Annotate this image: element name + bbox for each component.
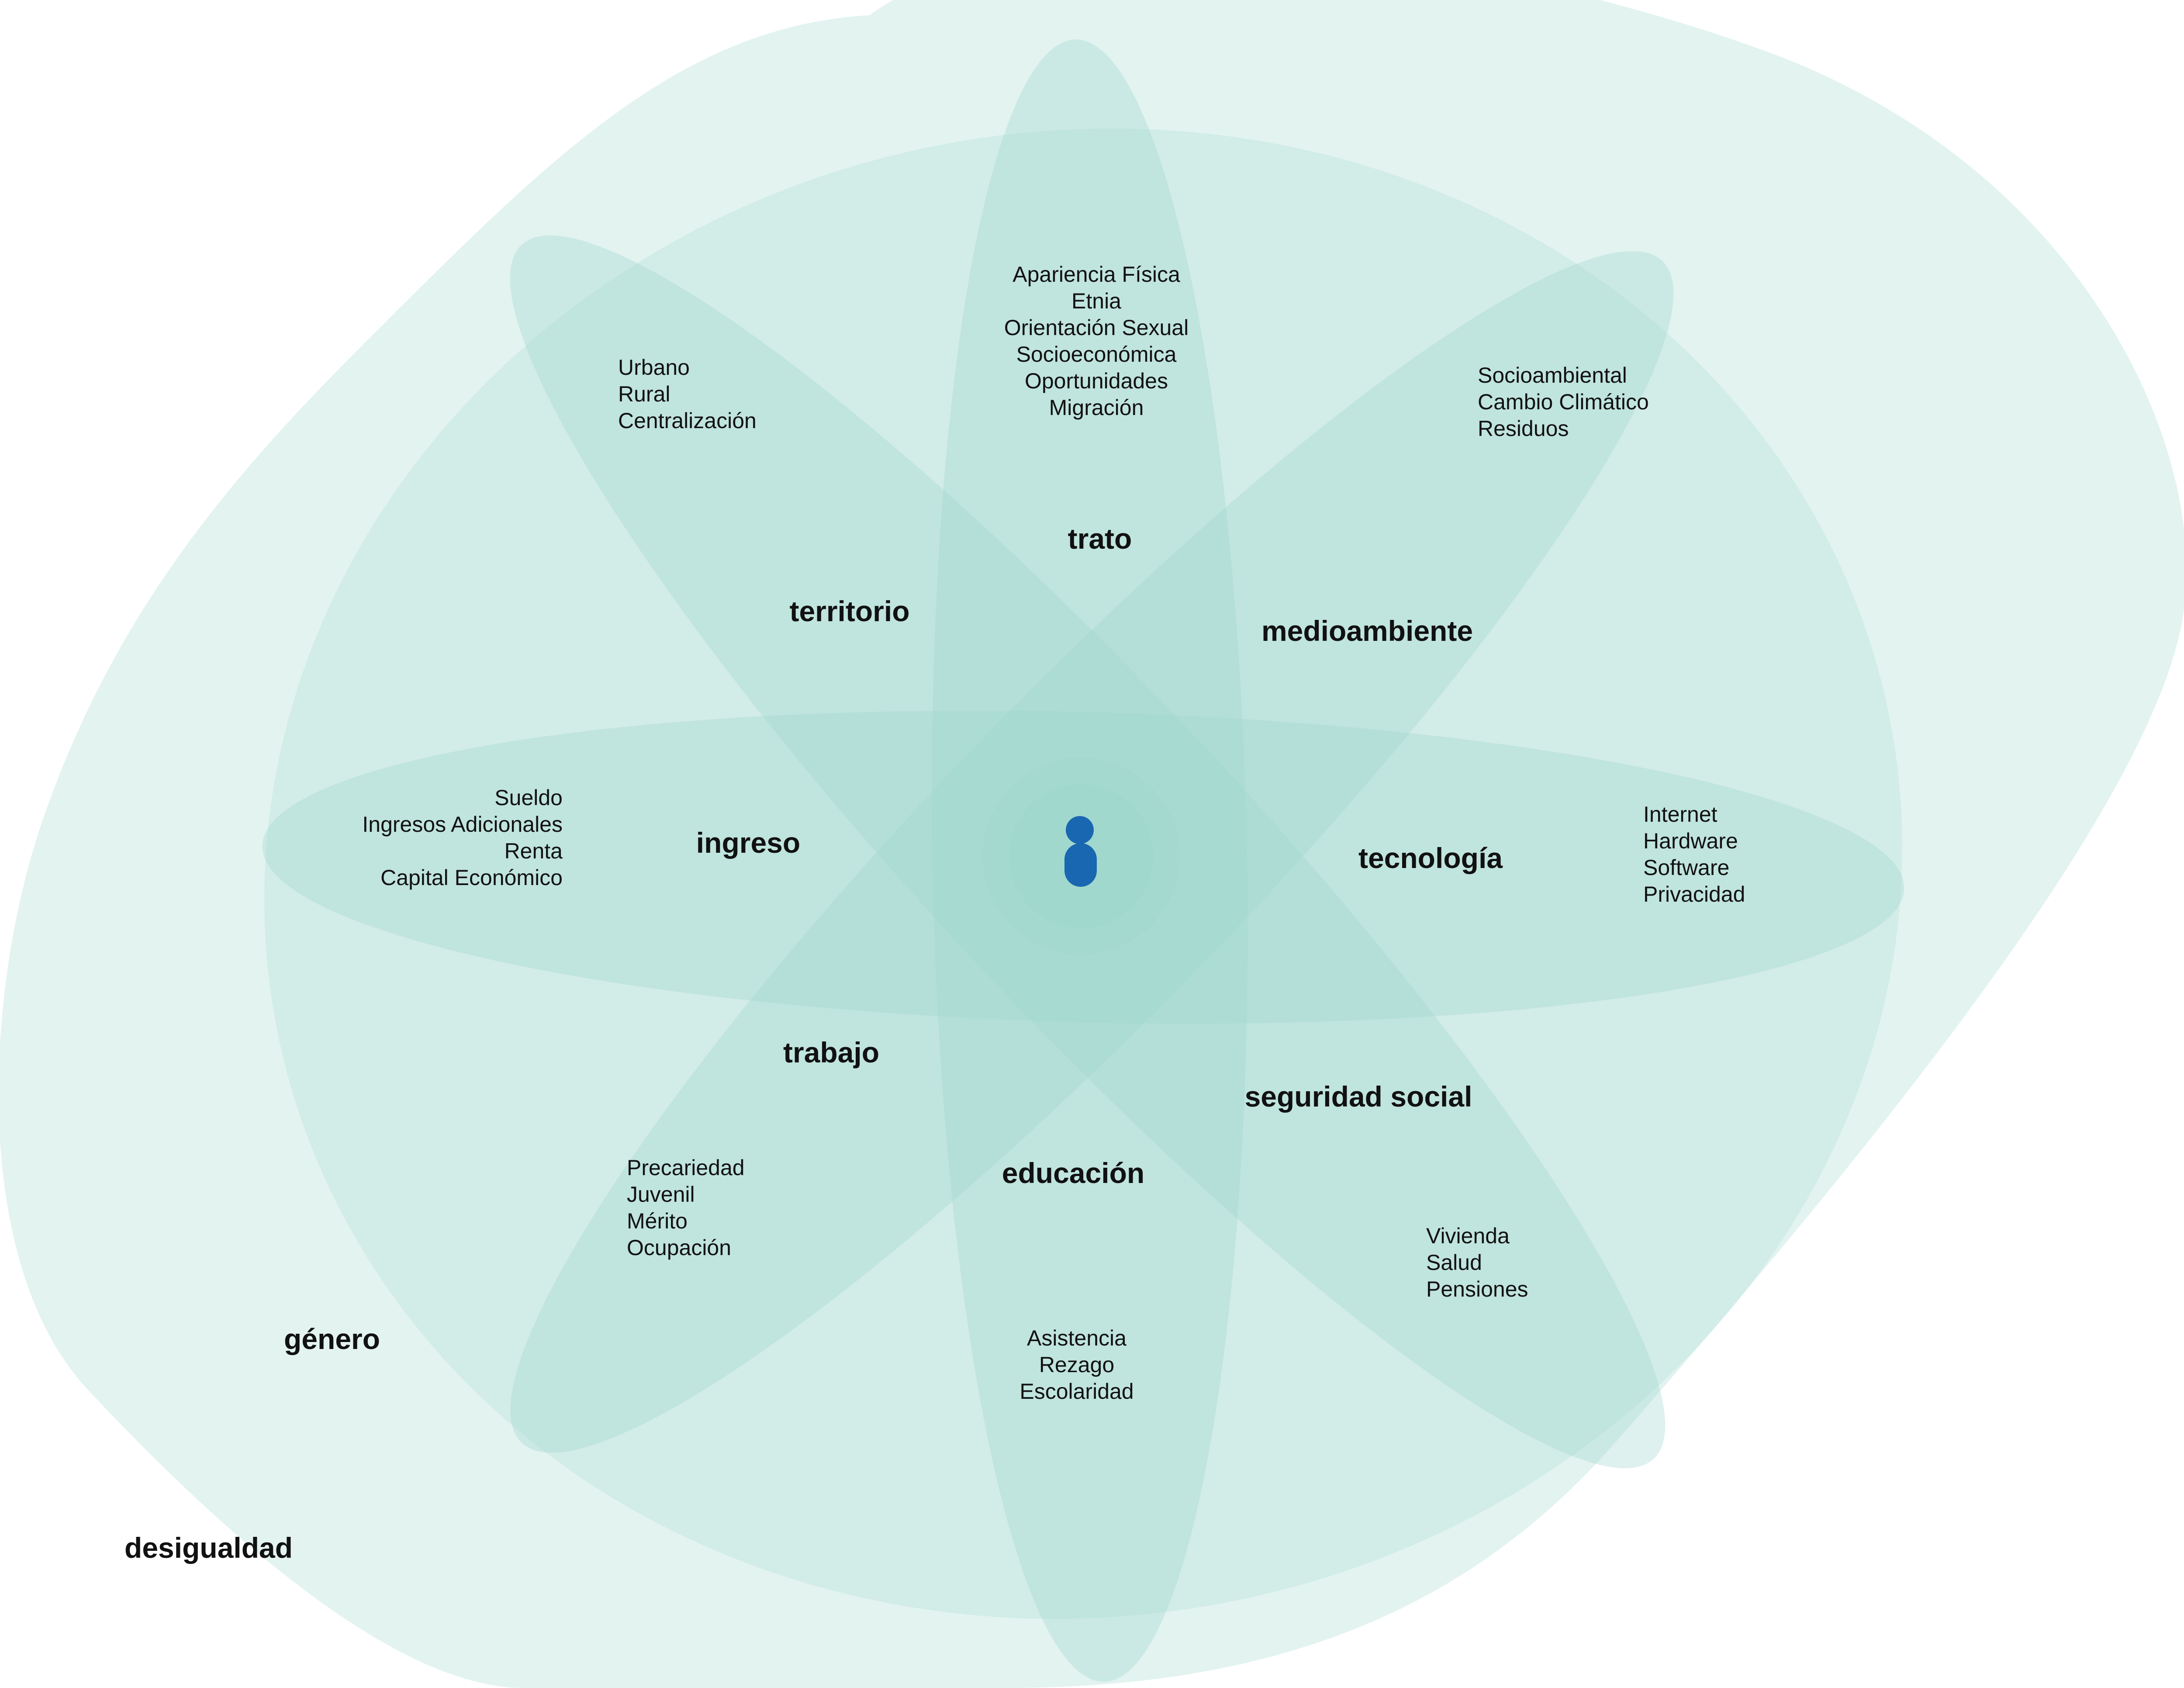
label-technology: tecnología bbox=[1358, 842, 1503, 874]
items-education: Asistencia Rezago Escolaridad bbox=[1019, 1326, 1133, 1404]
item-technology: Software bbox=[1643, 855, 1729, 880]
label-treatment: trato bbox=[1068, 522, 1132, 555]
item-treatment: Orientación Sexual bbox=[1004, 315, 1189, 340]
item-social-security: Vivienda bbox=[1426, 1224, 1510, 1248]
items-social-security: Vivienda Salud Pensiones bbox=[1426, 1224, 1528, 1301]
item-territory: Centralización bbox=[618, 408, 757, 433]
item-education: Asistencia bbox=[1027, 1326, 1127, 1350]
item-environment: Socioambiental bbox=[1478, 363, 1627, 387]
item-environment: Residuos bbox=[1478, 416, 1569, 441]
items-treatment: Apariencia Física Etnia Orientación Sexu… bbox=[1004, 262, 1189, 420]
person-icon bbox=[1064, 816, 1097, 887]
label-inequality: desigualdad bbox=[124, 1532, 293, 1564]
item-technology: Hardware bbox=[1643, 829, 1738, 853]
item-income: Renta bbox=[505, 839, 563, 863]
item-territory: Urbano bbox=[618, 355, 690, 380]
item-social-security: Pensiones bbox=[1426, 1277, 1528, 1301]
item-work: Juvenil bbox=[627, 1182, 695, 1207]
label-social-security: seguridad social bbox=[1245, 1080, 1472, 1113]
item-education: Rezago bbox=[1039, 1352, 1114, 1377]
items-income: Sueldo Ingresos Adicionales Renta Capita… bbox=[362, 785, 563, 890]
label-gender: género bbox=[284, 1323, 380, 1355]
item-work: Precariedad bbox=[627, 1155, 745, 1180]
item-territory: Rural bbox=[618, 382, 670, 406]
item-treatment: Socioeconómica bbox=[1016, 342, 1177, 367]
label-income: ingreso bbox=[696, 827, 800, 859]
item-environment: Cambio Climático bbox=[1478, 390, 1649, 414]
items-technology: Internet Hardware Software Privacidad bbox=[1643, 802, 1745, 906]
item-technology: Internet bbox=[1643, 802, 1717, 827]
item-treatment: Etnia bbox=[1071, 289, 1121, 313]
item-work: Mérito bbox=[627, 1209, 688, 1233]
item-treatment: Oportunidades bbox=[1025, 369, 1168, 393]
label-work: trabajo bbox=[783, 1036, 879, 1069]
label-environment: medioambiente bbox=[1261, 615, 1473, 647]
label-territory: territorio bbox=[789, 595, 909, 627]
item-education: Escolaridad bbox=[1019, 1379, 1133, 1404]
item-income: Capital Económico bbox=[380, 865, 563, 890]
item-income: Ingresos Adicionales bbox=[362, 812, 563, 837]
item-technology: Privacidad bbox=[1643, 882, 1745, 906]
items-territory: Urbano Rural Centralización bbox=[618, 355, 757, 433]
item-social-security: Salud bbox=[1426, 1250, 1482, 1275]
item-treatment: Apariencia Física bbox=[1013, 262, 1180, 287]
item-income: Sueldo bbox=[494, 785, 563, 810]
item-work: Ocupación bbox=[627, 1235, 731, 1260]
items-environment: Socioambiental Cambio Climático Residuos bbox=[1478, 363, 1649, 441]
items-work: Precariedad Juvenil Mérito Ocupación bbox=[627, 1155, 745, 1260]
item-treatment: Migración bbox=[1049, 395, 1144, 420]
label-education: educación bbox=[1002, 1157, 1144, 1189]
